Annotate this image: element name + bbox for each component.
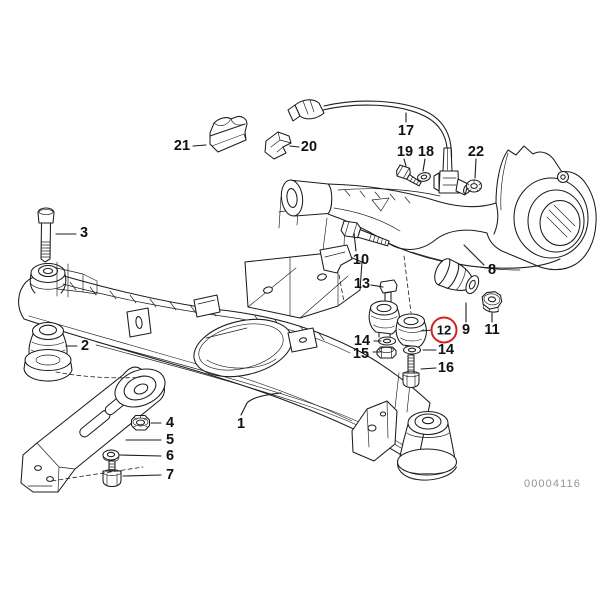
part-label-14: 14 bbox=[437, 341, 455, 358]
part-14-washer-right-drawing bbox=[402, 345, 422, 355]
part-18-washer-drawing bbox=[417, 172, 431, 182]
part-12-ball-joint-drawing bbox=[395, 313, 427, 350]
part-label-20: 20 bbox=[300, 138, 318, 155]
part-label-1: 1 bbox=[236, 415, 246, 432]
part-14-washer-left-drawing bbox=[377, 336, 397, 346]
part-label-11: 11 bbox=[484, 321, 500, 338]
part-label-8: 8 bbox=[487, 261, 497, 278]
part-17-abs-sensor-drawing bbox=[287, 99, 471, 196]
part-20-clip-drawing bbox=[264, 131, 292, 160]
part-6-washer-drawing bbox=[102, 449, 120, 462]
part-21-holder-drawing bbox=[209, 115, 248, 153]
image-code: 00004116 bbox=[524, 478, 581, 490]
part-label-19: 19 bbox=[396, 143, 414, 160]
part-label-2: 2 bbox=[80, 337, 90, 354]
part-label-12-highlighted: 12 bbox=[430, 316, 458, 344]
part-16-bolt-drawing bbox=[402, 354, 420, 389]
part-label-13: 13 bbox=[353, 275, 371, 292]
part-15-nut-drawing bbox=[376, 346, 397, 359]
part-label-6: 6 bbox=[165, 447, 175, 464]
part-22-grommet-drawing bbox=[465, 179, 483, 193]
part-label-16: 16 bbox=[437, 359, 455, 376]
part-1-axle-support-drawing bbox=[18, 193, 458, 481]
part-label-14: 14 bbox=[353, 332, 371, 349]
leader-lines bbox=[55, 112, 493, 477]
part-label-21: 21 bbox=[173, 137, 191, 154]
part-10-bolt-drawing bbox=[340, 220, 390, 247]
part-4-nut-drawing bbox=[130, 414, 151, 431]
part-3-bolt-drawing bbox=[37, 207, 55, 263]
part-2-bushing-drawing bbox=[23, 321, 73, 382]
part-label-9: 9 bbox=[461, 321, 471, 338]
ball-joint-left-drawing bbox=[368, 300, 400, 339]
part-label-22: 22 bbox=[467, 143, 485, 160]
part-label-18: 18 bbox=[417, 143, 435, 160]
part-19-bolt-drawing bbox=[395, 164, 422, 187]
part-label-15: 15 bbox=[352, 345, 370, 362]
part-label-3: 3 bbox=[79, 224, 89, 241]
part-label-5: 5 bbox=[165, 431, 175, 448]
part-label-10: 10 bbox=[352, 251, 370, 268]
part-7-bolt-drawing bbox=[102, 460, 122, 488]
part-9-bushing-drawing bbox=[434, 258, 480, 295]
part-label-7: 7 bbox=[165, 466, 175, 483]
part-11-nut-drawing bbox=[481, 291, 503, 313]
part-8-trailing-arm-drawing bbox=[280, 145, 597, 274]
part-label-17: 17 bbox=[397, 122, 415, 139]
assembly-axis-dashed-lines bbox=[51, 255, 412, 482]
part-label-4: 4 bbox=[165, 414, 175, 431]
